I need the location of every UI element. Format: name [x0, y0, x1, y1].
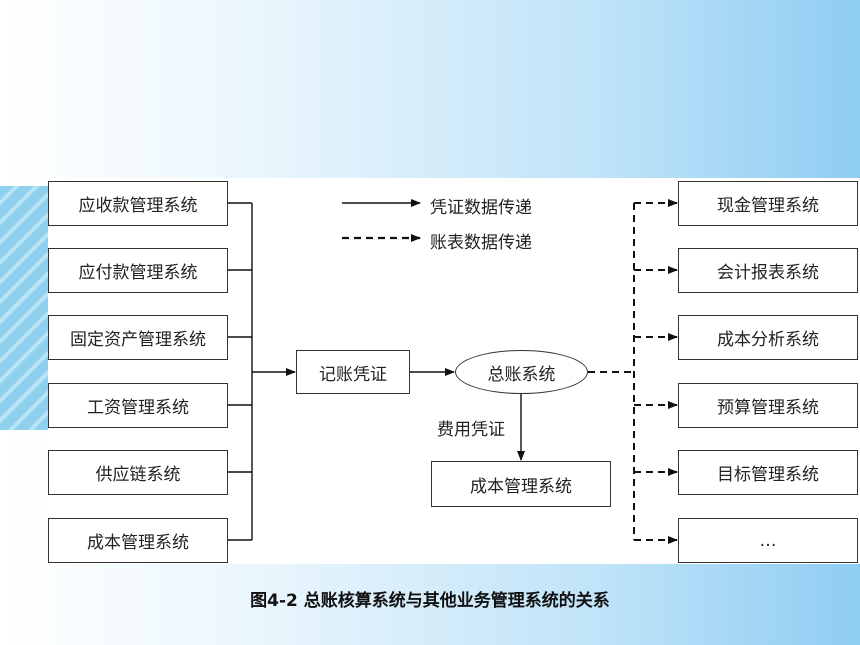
voucher-box: 记账凭证	[296, 350, 410, 394]
right-system-3: 成本分析系统	[678, 315, 858, 360]
left-system-4: 工资管理系统	[48, 383, 228, 428]
ledger-ellipse: 总账系统	[455, 350, 588, 394]
left-system-2: 应付款管理系统	[48, 248, 228, 293]
left-collector	[228, 202, 253, 541]
cost-management-box: 成本管理系统	[431, 461, 611, 507]
right-system-2: 会计报表系统	[678, 248, 858, 293]
right-system-1: 现金管理系统	[678, 181, 858, 226]
right-distributor	[588, 203, 635, 540]
right-system-4: 预算管理系统	[678, 383, 858, 428]
left-system-1: 应收款管理系统	[48, 181, 228, 226]
decorative-stripe	[0, 186, 48, 430]
legend-dashed-label: 账表数据传递	[430, 233, 532, 253]
left-system-6: 成本管理系统	[48, 518, 228, 563]
right-system-6: …	[678, 518, 858, 563]
left-system-5: 供应链系统	[48, 450, 228, 495]
legend-solid-label: 凭证数据传递	[430, 198, 532, 218]
right-arrows	[634, 199, 678, 544]
figure-caption: 图4-2 总账核算系统与其他业务管理系统的关系	[250, 591, 610, 611]
right-system-5: 目标管理系统	[678, 450, 858, 495]
expense-voucher-label: 费用凭证	[437, 420, 505, 440]
left-system-3: 固定资产管理系统	[48, 315, 228, 360]
